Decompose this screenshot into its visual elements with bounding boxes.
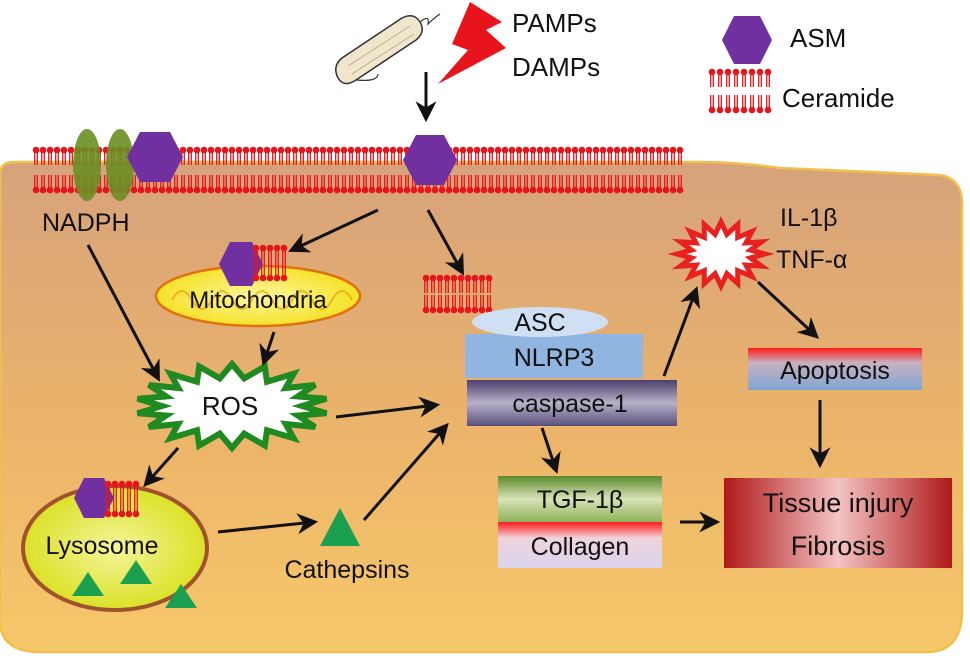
bacterium-icon <box>335 13 441 85</box>
apoptosis-label: Apoptosis <box>780 357 890 385</box>
cathepsin-triangle-icon <box>72 572 104 596</box>
tissue-injury-label: Tissue injury <box>763 488 914 518</box>
cathepsins-label: Cathepsins <box>284 556 409 584</box>
arrow-caspase-to-tgf <box>540 427 561 474</box>
lysosome-label: Lysosome <box>45 532 158 560</box>
arrow-cathepsins-to-inflammasome <box>362 422 449 521</box>
ros-label: ROS <box>202 391 258 421</box>
asm-legend-hexagon-icon <box>722 16 772 64</box>
collagen-box <box>498 522 662 568</box>
nadph-oxidase <box>73 129 134 201</box>
arrow-cytokines-to-apoptosis <box>756 280 820 339</box>
asm-hexagon-lysosome <box>74 478 114 518</box>
legend-ceramide-label: Ceramide <box>782 83 895 113</box>
il1b-label: IL-1β <box>780 204 837 232</box>
cathepsin-triangle-icon <box>165 584 197 608</box>
arrow-ros-to-lysosome <box>143 447 180 488</box>
mitochondria-label: Mitochondria <box>189 287 327 314</box>
asm-hexagon-membrane-center <box>403 135 457 185</box>
nlrp3-box <box>465 334 643 378</box>
damps-label: DAMPs <box>512 52 600 82</box>
tissue-injury-box <box>724 478 952 568</box>
asm-hexagon-mitochondria <box>219 242 263 286</box>
nlrp3-label: NLRP3 <box>514 344 595 372</box>
tnfa-label: TNF-α <box>776 246 847 274</box>
fibrosis-label: Fibrosis <box>791 531 886 561</box>
asm-hexagon-membrane-left <box>127 132 183 182</box>
arrow-nadph-to-ros <box>86 244 160 382</box>
asc-label: ASC <box>514 309 565 337</box>
cathepsin-triangle-icon <box>120 560 152 584</box>
tgf-label: TGF-1β <box>537 486 624 514</box>
nadph-label: NADPH <box>42 209 130 237</box>
caspase1-label: caspase-1 <box>512 390 627 418</box>
caspase1-box <box>467 380 677 426</box>
ceramide-legend-icon <box>708 68 772 114</box>
cathepsin-triangle-released-icon <box>320 508 360 546</box>
arrow-caspase-to-cytokines <box>662 286 700 377</box>
arrow-asm-to-ceramide <box>426 209 465 276</box>
collagen-label: Collagen <box>531 533 630 561</box>
legend-asm-label: ASM <box>790 23 846 53</box>
tgf-box <box>498 476 662 522</box>
asc-ellipse <box>472 307 608 337</box>
cytokine-star <box>667 216 775 292</box>
ros-star <box>136 359 328 453</box>
arrow-asm-to-mitochondria <box>288 208 379 253</box>
pathway-arrows <box>86 208 831 535</box>
apoptosis-box <box>748 348 922 390</box>
arrow-mitochondria-to-ros <box>259 331 280 366</box>
arrow-ros-to-inflammasome <box>335 396 441 419</box>
arrow-lysosome-to-cathepsins <box>217 513 319 535</box>
pamps-label: PAMPs <box>512 8 597 38</box>
danger-signal-lightning-icon <box>438 2 506 84</box>
